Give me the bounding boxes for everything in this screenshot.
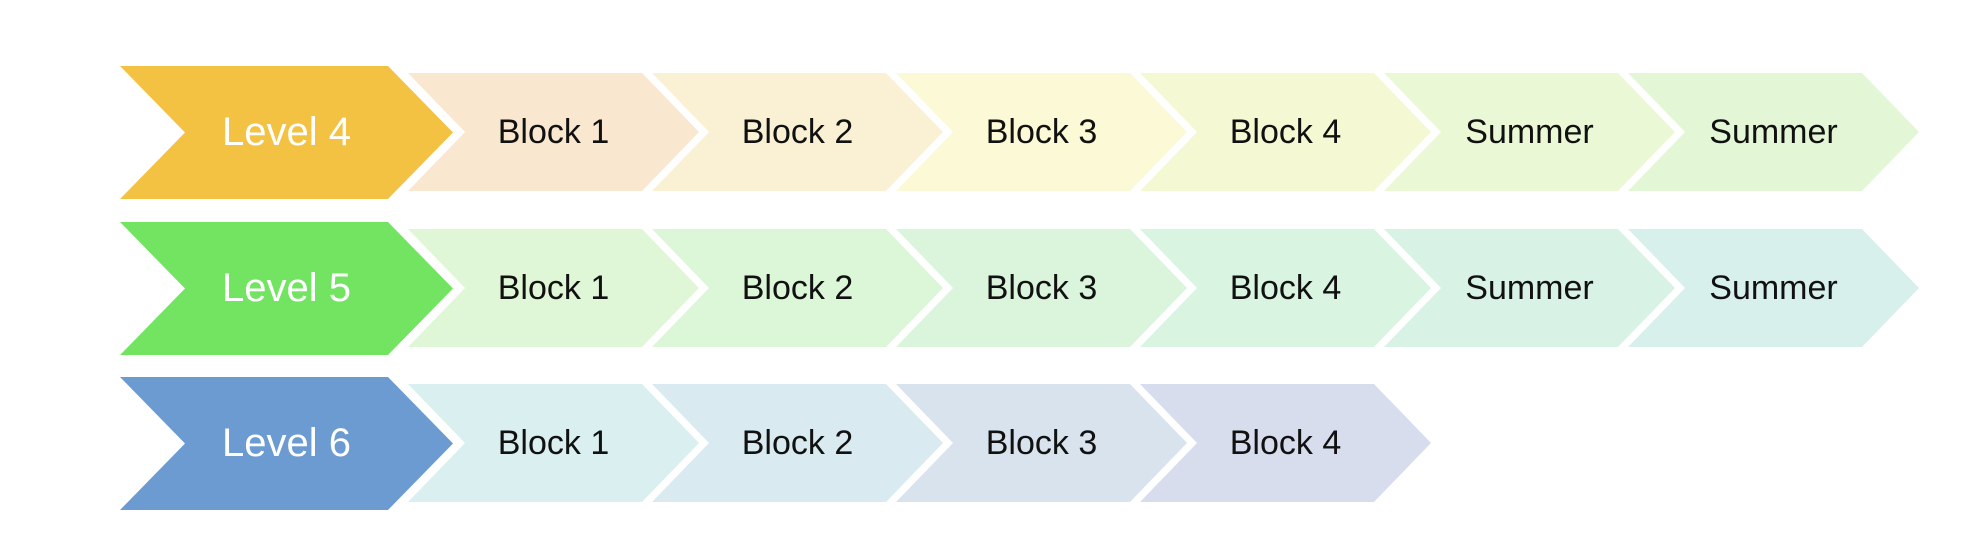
block-label: Block 4	[1229, 423, 1342, 462]
block-label: Block 4	[1229, 112, 1342, 151]
block-label: Block 1	[497, 423, 610, 462]
block-label: Block 3	[985, 268, 1098, 307]
block-label: Summer	[1465, 112, 1594, 151]
block-label: Block 3	[985, 112, 1098, 151]
block-label: Block 1	[497, 268, 610, 307]
block-chevron: Block 3	[896, 73, 1187, 191]
level-chevron: Level 5	[120, 222, 453, 355]
block-label: Summer	[1709, 112, 1838, 151]
block-label: Block 2	[741, 268, 854, 307]
level-label: Level 6	[222, 421, 351, 465]
block-label: Block 4	[1229, 268, 1342, 307]
block-label: Block 2	[741, 423, 854, 462]
block-label: Summer	[1709, 268, 1838, 307]
block-label: Summer	[1465, 268, 1594, 307]
level-label: Level 4	[222, 110, 351, 154]
level-chevron: Level 4	[120, 66, 453, 199]
block-label: Block 1	[497, 112, 610, 151]
block-label: Block 3	[985, 423, 1098, 462]
level-label: Level 5	[222, 266, 351, 310]
level-chevron: Level 6	[120, 377, 453, 510]
block-label: Block 2	[741, 112, 854, 151]
